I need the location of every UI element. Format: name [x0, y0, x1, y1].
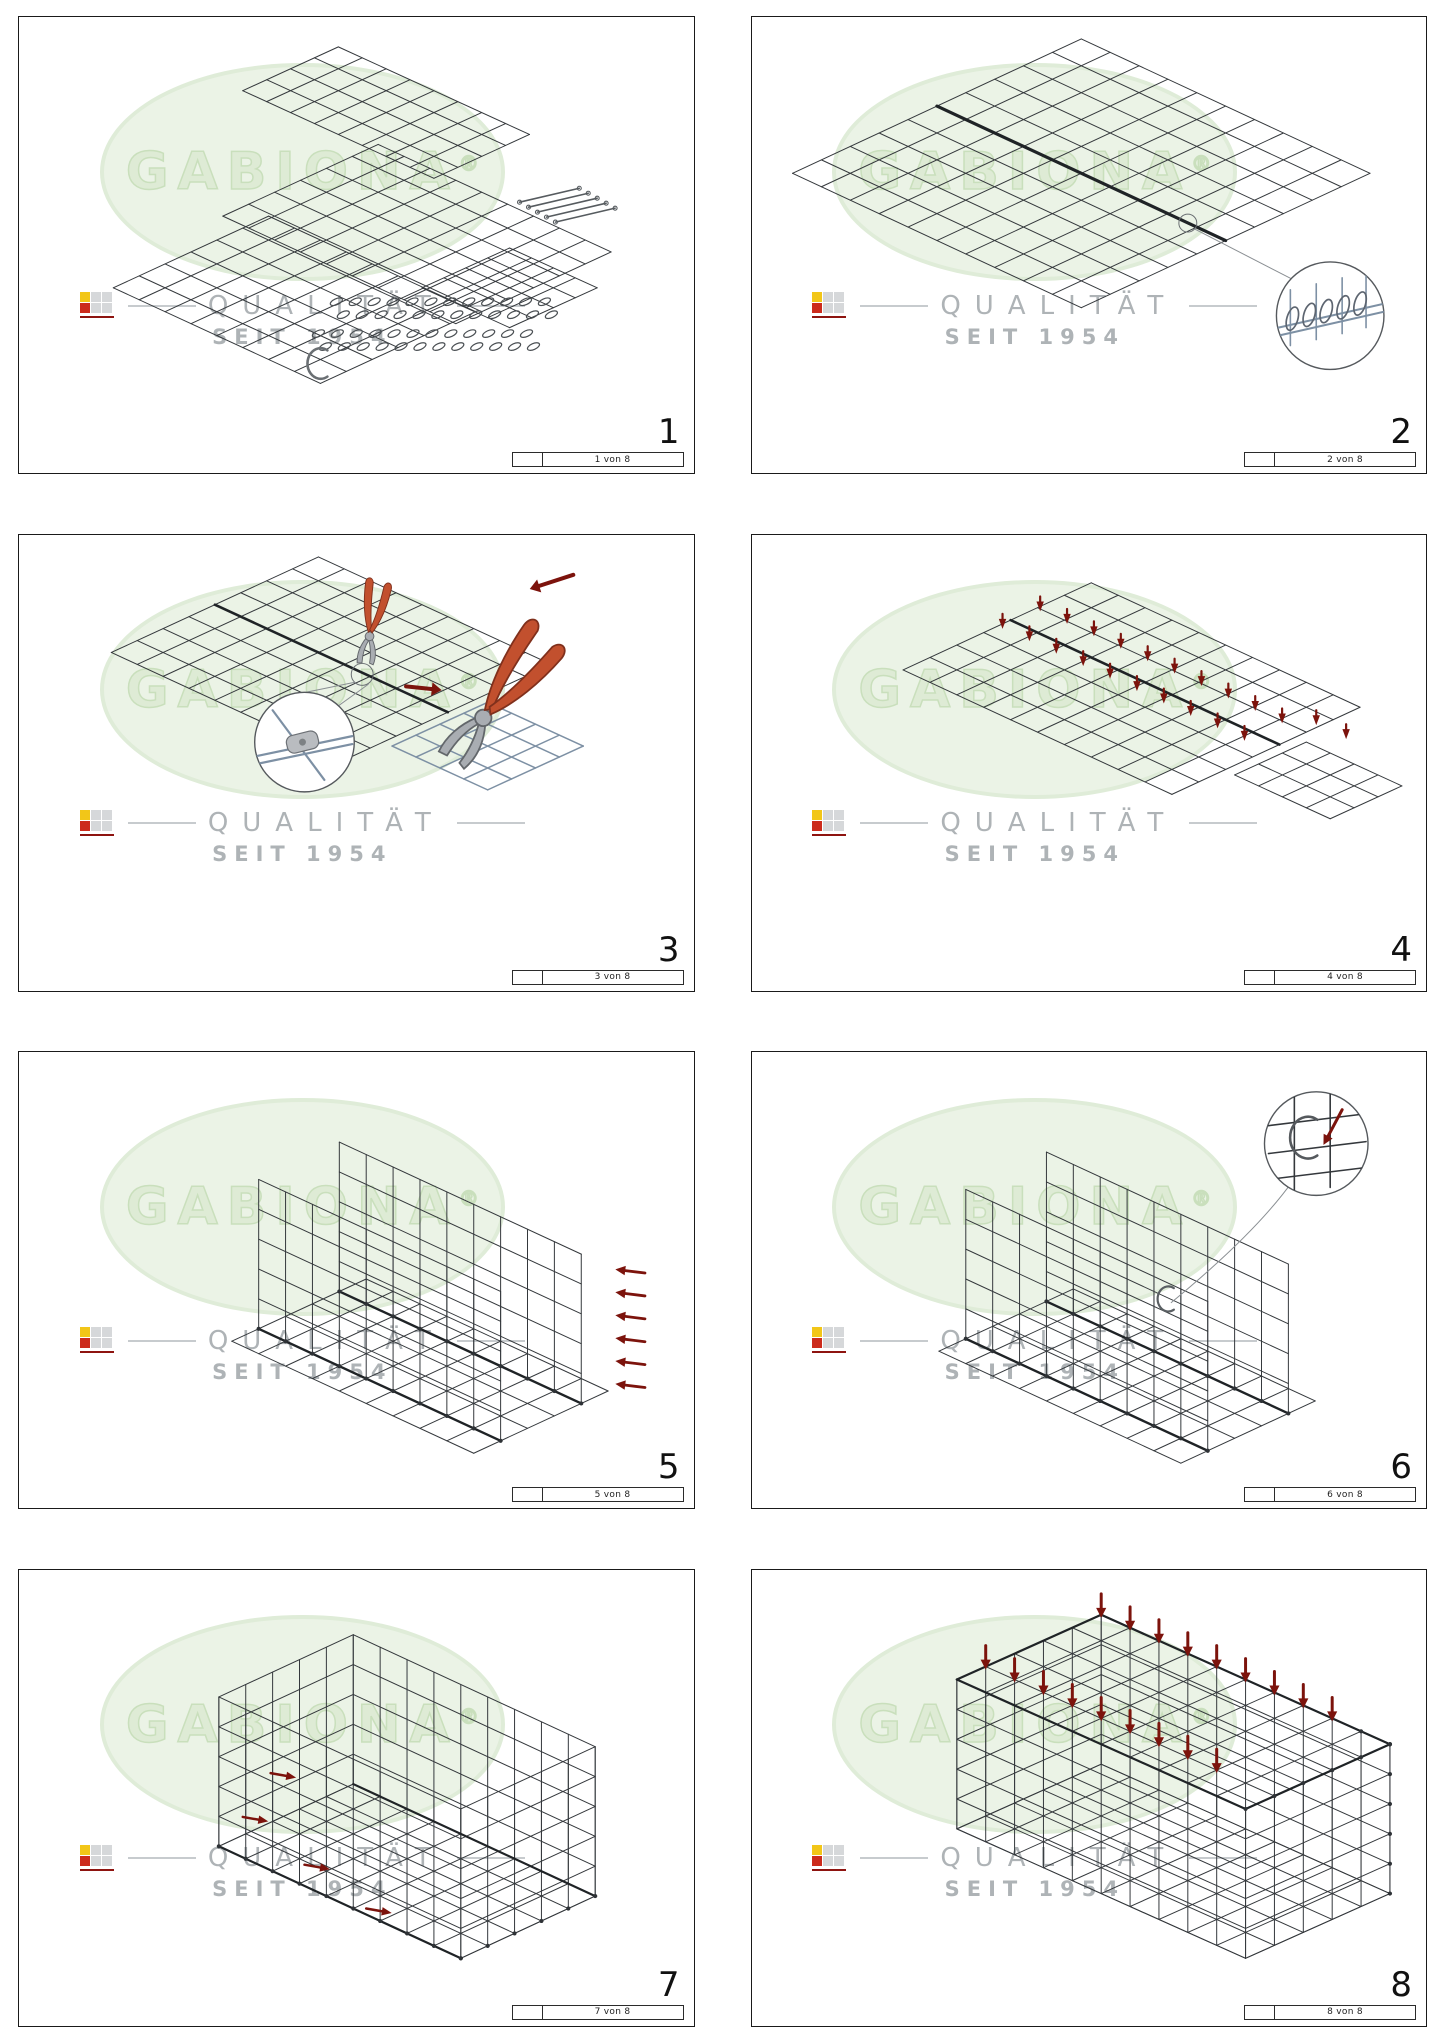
- step-8-illustration: [955, 1591, 1392, 1959]
- watermark-since-label: SEIT 1954: [944, 1359, 1125, 1384]
- title-block: 8 8 von 8: [1244, 1968, 1416, 2020]
- brand-logo: [812, 809, 848, 837]
- step-number: 8: [1390, 1964, 1412, 2005]
- step-number: 6: [1390, 1447, 1412, 1487]
- step-6-illustration: [937, 1091, 1369, 1464]
- page-indicator: 8 von 8: [1244, 2004, 1416, 2020]
- watermark-quality-label: QUALITÄT: [207, 808, 445, 839]
- brand-logo: [79, 1327, 116, 1354]
- page-indicator: 2 von 8: [1244, 452, 1416, 467]
- step-1-illustration: [112, 46, 618, 384]
- step-number: 5: [657, 1447, 680, 1487]
- watermark-quality-label: QUALITÄT: [940, 1843, 1178, 1874]
- watermark-since-label: SEIT 1954: [944, 1877, 1125, 1902]
- brand-watermark: GABIONA® QUALITÄT SEIT 1954: [752, 535, 1427, 991]
- page-indicator-cell: [513, 2005, 543, 2019]
- page-indicator: 3 von 8: [511, 969, 684, 985]
- page-indicator: 5 von 8: [511, 1487, 684, 1502]
- page-indicator: 7 von 8: [511, 2004, 684, 2020]
- watermark-quality-row: QUALITÄT: [812, 1843, 1258, 1874]
- step-number: 3: [657, 929, 680, 970]
- brand-watermark: GABIONA® QUALITÄT SEIT 1954: [752, 17, 1427, 473]
- page-indicator-cell: [513, 970, 543, 984]
- watermark-ellipse: GABIONA®: [832, 580, 1238, 799]
- brand-logo: [79, 809, 116, 837]
- step-panel-5: GABIONA® QUALITÄT SEIT 1954 5 5 von 8: [18, 1051, 695, 1509]
- watermark-quality-row: QUALITÄT: [79, 290, 525, 321]
- step-3-illustration: [110, 555, 585, 793]
- title-block: 3 3 von 8: [511, 929, 684, 985]
- page-indicator: 1 von 8: [511, 452, 684, 467]
- step-panel-3: GABIONA® QUALITÄT SEIT 1954 3 3 von 8: [18, 533, 695, 992]
- watermark-ellipse: GABIONA®: [832, 62, 1238, 282]
- step-2-illustration: [791, 38, 1385, 371]
- title-block: 6 6 von 8: [1244, 1450, 1416, 1502]
- page-indicator-cell: [1245, 970, 1275, 984]
- page-indicator: 4 von 8: [1244, 969, 1416, 985]
- watermark-quality-label: QUALITÄT: [940, 290, 1178, 321]
- page-indicator-label: 1 von 8: [594, 454, 631, 465]
- watermark-quality-label: QUALITÄT: [940, 808, 1178, 839]
- watermark-quality-label: QUALITÄT: [207, 290, 445, 321]
- page-indicator-cell: [1245, 453, 1275, 466]
- page-indicator-label: 3 von 8: [594, 972, 631, 982]
- page-indicator-label: 7 von 8: [594, 2007, 631, 2017]
- page-indicator-cell: [513, 453, 543, 466]
- title-block: 2 2 von 8: [1244, 415, 1416, 467]
- page-indicator-label: 5 von 8: [594, 1489, 631, 1500]
- title-block: 4 4 von 8: [1244, 933, 1416, 985]
- step-panel-6: GABIONA® QUALITÄT SEIT 1954 6 6 von 8: [750, 1051, 1427, 1509]
- brand-watermark: GABIONA® QUALITÄT SEIT 1954: [752, 1052, 1427, 1508]
- step-7-illustration: [216, 1633, 598, 1960]
- step-number: 1: [657, 412, 680, 452]
- watermark-brand-text: GABIONA®: [858, 1176, 1212, 1238]
- page-indicator-cell: [1245, 2005, 1275, 2019]
- watermark-quality-row: QUALITÄT: [79, 808, 525, 839]
- step-number: 4: [1390, 929, 1412, 970]
- brand-logo: [812, 1327, 848, 1354]
- step-panel-1: GABIONA® QUALITÄT SEIT 1954 1 1 von 8: [18, 16, 695, 474]
- page-indicator: 6 von 8: [1244, 1487, 1416, 1502]
- page-indicator-label: 2 von 8: [1327, 454, 1363, 465]
- step-panel-7: GABIONA® QUALITÄT SEIT 1954 7 7 von 8: [18, 1568, 695, 2027]
- watermark-quality-row: QUALITÄT: [812, 808, 1258, 839]
- page-indicator-cell: [1245, 1488, 1275, 1501]
- brand-watermark: GABIONA® QUALITÄT SEIT 1954: [19, 1052, 694, 1508]
- step-number: 7: [657, 1964, 680, 2005]
- step-4-illustration: [902, 581, 1402, 819]
- brand-logo: [812, 292, 848, 319]
- watermark-ellipse: GABIONA®: [99, 1097, 505, 1317]
- title-block: 7 7 von 8: [511, 1964, 684, 2020]
- watermark-brand-text: GABIONA®: [125, 1176, 479, 1238]
- title-block: 5 5 von 8: [511, 1447, 684, 1502]
- page-indicator-label: 8 von 8: [1327, 2007, 1363, 2017]
- title-block: 1 1 von 8: [511, 412, 684, 467]
- brand-logo: [812, 1844, 848, 1872]
- step-number: 2: [1390, 412, 1412, 452]
- watermark-ellipse: GABIONA®: [832, 1097, 1238, 1317]
- step-panel-4: GABIONA® QUALITÄT SEIT 1954 4 4 von 8: [750, 533, 1427, 992]
- page-indicator-cell: [513, 1488, 543, 1501]
- watermark-quality-row: QUALITÄT: [812, 290, 1258, 321]
- step-panel-2: GABIONA® QUALITÄT SEIT 1954 2 2 von 8: [750, 16, 1427, 474]
- page-indicator-label: 6 von 8: [1327, 1489, 1363, 1500]
- brand-logo: [79, 292, 116, 319]
- watermark-since-label: SEIT 1954: [944, 324, 1125, 349]
- step-panel-8: GABIONA® QUALITÄT SEIT 1954 8 8 von 8: [750, 1568, 1427, 2027]
- step-5-illustration: [231, 1141, 647, 1454]
- watermark-since-label: SEIT 1954: [944, 842, 1125, 867]
- brand-logo: [79, 1844, 116, 1872]
- watermark-since-label: SEIT 1954: [212, 842, 393, 867]
- page-indicator-label: 4 von 8: [1327, 972, 1363, 982]
